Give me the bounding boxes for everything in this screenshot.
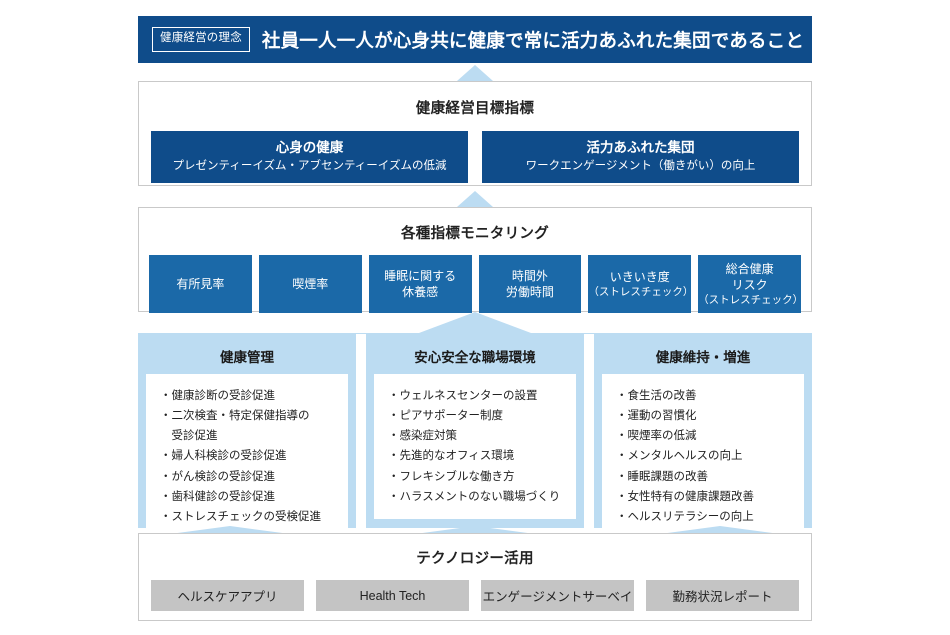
monitoring-box-line1: 喫煙率: [292, 276, 329, 291]
pillar-health-promotion: 健康維持・増進 ・食生活の改善 ・運動の習慣化 ・喫煙率の低減 ・メンタルヘルス…: [594, 333, 812, 537]
goal-box-subtitle: ワークエンゲージメント（働きがい）の向上: [525, 160, 756, 173]
monitoring-box: 喫煙率: [258, 255, 362, 313]
pillar-item: ・喫煙率の低減: [616, 430, 697, 443]
philosophy-text: 社員一人一人が心身共に健康で常に活力あふれた集団であること: [261, 29, 805, 51]
goal-box: 心身の健康 プレゼンティーイズム・アブセンティーイズムの低減: [151, 131, 468, 183]
monitoring-box-line1: 総合健康: [725, 261, 774, 276]
pillar-item: ・歯科健診の受診促進: [160, 490, 275, 503]
technology-box: Health Tech: [316, 580, 469, 611]
pillar-item: ・ストレスチェックの受検促進: [160, 510, 321, 523]
pillar-item: ・感染症対策: [388, 430, 457, 443]
pillar-item: ・ピアサポーター制度: [388, 410, 503, 423]
goal-box-list: 心身の健康 プレゼンティーイズム・アブセンティーイズムの低減 活力あふれた集団 …: [139, 131, 811, 183]
pillar-item: ・ヘルスリテラシーの向上: [616, 510, 754, 523]
monitoring-box-sub: （ストレスチェック）: [698, 294, 804, 307]
philosophy-tag: 健康経営の理念: [152, 27, 250, 52]
monitoring-box: いきいき度 （ストレスチェック）: [588, 255, 694, 313]
pillar-item: ・食生活の改善: [616, 390, 697, 402]
monitoring-box-sub: （ストレスチェック）: [588, 286, 694, 298]
pillar-title: 安心安全な職場環境: [414, 350, 536, 365]
philosophy-banner: 健康経営の理念 社員一人一人が心身共に健康で常に活力あふれた集団であること: [138, 16, 812, 63]
pillar-item: ・ウェルネスセンターの設置: [388, 390, 538, 402]
pillar-item: ・健康診断の受診促進: [160, 390, 275, 402]
monitoring-box-line1: 睡眠に関する: [384, 268, 457, 283]
technology-box: エンゲージメントサーベイ: [481, 580, 634, 611]
pillar-item-list: ・食生活の改善 ・運動の習慣化 ・喫煙率の低減 ・メンタルヘルスの向上 ・睡眠課…: [616, 386, 794, 527]
goal-box: 活力あふれた集団 ワークエンゲージメント（働きがい）の向上: [482, 131, 799, 183]
pillar-body: ・健康診断の受診促進 ・二次検査・特定保健指導の 受診促進 ・婦人科検診の受診促…: [146, 374, 348, 537]
goal-section-title: 健康経営目標指標: [415, 101, 535, 117]
monitoring-box: 総合健康 リスク （ストレスチェック）: [698, 255, 804, 313]
pillar-item: ・がん検診の受診促進: [160, 470, 275, 483]
arrow-up-to-philosophy: [457, 65, 493, 81]
technology-box: ヘルスケアアプリ: [151, 580, 304, 611]
pillar-item: ・睡眠課題の改善: [616, 470, 708, 483]
monitoring-box-line1: 有所見率: [176, 276, 225, 291]
goal-section: 健康経営目標指標 心身の健康 プレゼンティーイズム・アブセンティーイズムの低減 …: [138, 81, 812, 186]
goal-box-subtitle: プレゼンティーイズム・アブセンティーイズムの低減: [172, 160, 447, 173]
pillar-title: 健康管理: [220, 350, 274, 365]
pillar-item: 受診促進: [160, 430, 218, 443]
goal-box-title: 活力あふれた集団: [586, 140, 695, 155]
monitoring-box-list: 有所見率 喫煙率 睡眠に関する 休養感 時間外 労働時間 いきいき度: [139, 255, 811, 313]
monitoring-box: 有所見率: [149, 255, 252, 313]
pillar-item: ・運動の習慣化: [616, 410, 697, 423]
pillar-safe-workplace: 安心安全な職場環境 ・ウェルネスセンターの設置 ・ピアサポーター制度 ・感染症対…: [366, 333, 584, 528]
pillar-body: ・ウェルネスセンターの設置 ・ピアサポーター制度 ・感染症対策 ・先進的なオフィ…: [374, 374, 576, 519]
pillar-item: ・女性特有の健康課題改善: [616, 490, 754, 503]
monitoring-box-line1: 時間外: [511, 268, 548, 283]
monitoring-box-line2: 休養感: [402, 285, 439, 299]
pillar-body: ・食生活の改善 ・運動の習慣化 ・喫煙率の低減 ・メンタルヘルスの向上 ・睡眠課…: [602, 374, 804, 537]
pillar-health-management: 健康管理 ・健康診断の受診促進 ・二次検査・特定保健指導の 受診促進 ・婦人科検…: [138, 333, 356, 537]
pillar-item: ・フレキシブルな働き方: [388, 470, 515, 483]
monitoring-box-line2: 労働時間: [505, 285, 554, 299]
pillar-item: ・メンタルヘルスの向上: [616, 450, 743, 463]
technology-section: テクノロジー活用 ヘルスケアアプリ Health Tech エンゲージメントサー…: [138, 533, 812, 621]
technology-section-title: テクノロジー活用: [416, 551, 534, 567]
pillar-item: ・二次検査・特定保健指導の: [160, 410, 310, 423]
goal-box-title: 心身の健康: [275, 140, 344, 155]
pillar-item: ・婦人科検診の受診促進: [160, 450, 287, 463]
arrow-up-to-monitoring: [325, 312, 625, 334]
arrow-up-to-goal: [457, 191, 493, 207]
pillar-title: 健康維持・増進: [655, 350, 751, 365]
arrow-up-to-pillars: [170, 526, 780, 534]
monitoring-box: 睡眠に関する 休養感: [368, 255, 472, 313]
pillar-item-list: ・ウェルネスセンターの設置 ・ピアサポーター制度 ・感染症対策 ・先進的なオフィ…: [388, 386, 566, 507]
monitoring-box-line1: いきいき度: [609, 269, 670, 284]
pillar-item: ・ハラスメントのない職場づくり: [388, 490, 561, 503]
monitoring-box-line2: リスク: [731, 277, 768, 292]
monitoring-section-title: 各種指標モニタリング: [401, 226, 549, 242]
technology-box-list: ヘルスケアアプリ Health Tech エンゲージメントサーベイ 勤務状況レポ…: [139, 580, 811, 611]
monitoring-box: 時間外 労働時間: [478, 255, 582, 313]
monitoring-section: 各種指標モニタリング 有所見率 喫煙率 睡眠に関する 休養感 時間外 労働時間: [138, 207, 812, 313]
pillar-item-list: ・健康診断の受診促進 ・二次検査・特定保健指導の 受診促進 ・婦人科検診の受診促…: [160, 386, 338, 527]
technology-box: 勤務状況レポート: [646, 580, 799, 611]
pillar-list: 健康管理 ・健康診断の受診促進 ・二次検査・特定保健指導の 受診促進 ・婦人科検…: [138, 333, 812, 537]
pillar-item: ・先進的なオフィス環境: [388, 450, 515, 463]
